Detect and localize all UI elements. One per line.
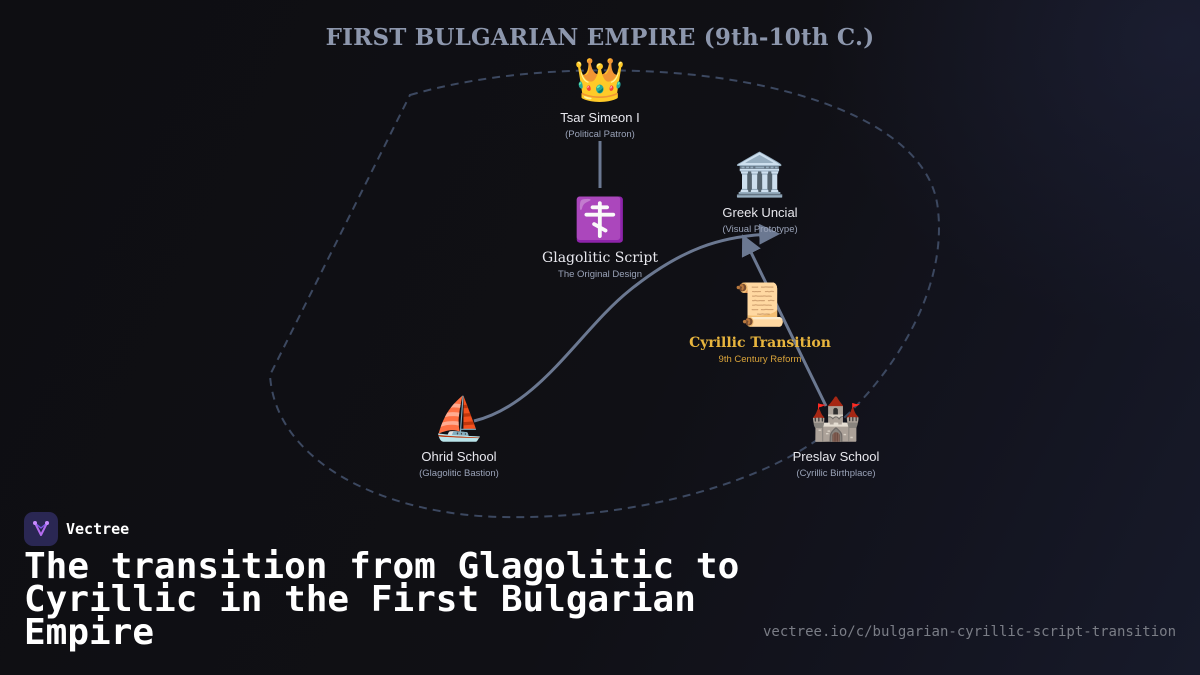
node-tsar-simeon[interactable]: 👑 Tsar Simeon I (Political Patron): [490, 55, 710, 141]
brand[interactable]: Vectree: [24, 512, 129, 546]
node-sublabel: (Glagolitic Bastion): [419, 468, 499, 479]
node-preslav-school[interactable]: 🏰 Preslav School (Cyrillic Birthplace): [726, 394, 946, 480]
castle-icon: 🏰: [809, 394, 863, 443]
vectree-logo-icon: [24, 512, 58, 546]
node-sublabel: (Visual Prototype): [722, 224, 798, 235]
classical-building-icon: 🏛️: [733, 150, 787, 199]
orthodox-cross-icon: ☦️: [573, 195, 627, 244]
node-sublabel: (Political Patron): [565, 129, 635, 140]
node-sublabel: The Original Design: [558, 269, 642, 280]
page-url[interactable]: vectree.io/c/bulgarian-cyrillic-script-t…: [762, 624, 1176, 640]
node-cyrillic-transition[interactable]: 📜 Cyrillic Transition 9th Century Reform: [650, 280, 870, 366]
scroll-icon: 📜: [733, 280, 787, 329]
node-label: Ohrid School: [421, 449, 497, 464]
node-glagolitic-script[interactable]: ☦️ Glagolitic Script The Original Design: [490, 195, 710, 281]
headline: The transition from Glagolitic to Cyrill…: [24, 546, 740, 653]
node-ohrid-school[interactable]: ⛵ Ohrid School (Glagolitic Bastion): [349, 394, 569, 480]
edge-ohrid-greek: [473, 223, 781, 423]
edge-preslav-greek: [741, 234, 828, 407]
node-label: Glagolitic Script: [542, 250, 658, 266]
sailboat-icon: ⛵: [432, 394, 486, 443]
node-label: Cyrillic Transition: [689, 335, 831, 351]
node-label: Preslav School: [792, 449, 880, 464]
node-greek-uncial[interactable]: 🏛️ Greek Uncial (Visual Prototype): [650, 150, 870, 236]
diagram-title: FIRST BULGARIAN EMPIRE (9th-10th C.): [325, 24, 875, 51]
node-label: Greek Uncial: [722, 205, 798, 220]
node-label: Tsar Simeon I: [560, 110, 640, 125]
empire-boundary: [268, 69, 940, 519]
node-sublabel: 9th Century Reform: [718, 354, 802, 365]
brand-name: Vectree: [66, 520, 130, 538]
crown-icon: 👑: [573, 55, 627, 104]
node-sublabel: (Cyrillic Birthplace): [796, 468, 876, 479]
